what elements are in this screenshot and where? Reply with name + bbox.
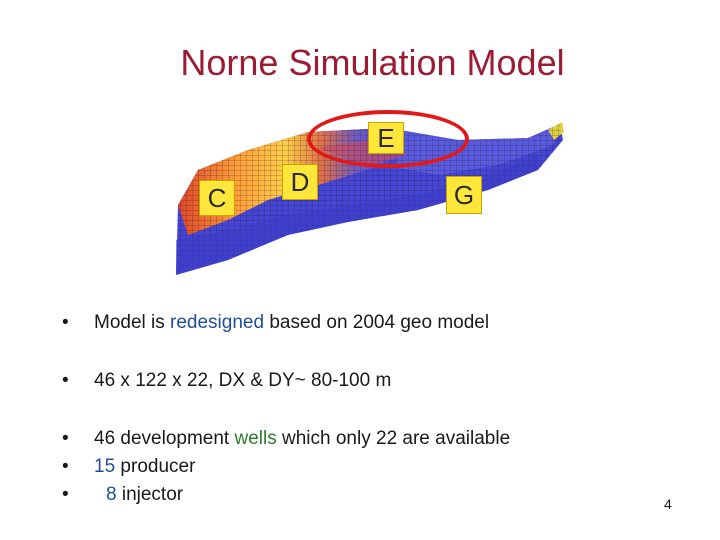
zone-label-d: D <box>282 164 318 200</box>
bullet-producer: • 15 producer <box>62 456 195 478</box>
injector-count: 8 <box>106 484 117 505</box>
page-number: 4 <box>664 496 672 512</box>
bullet-text: Model is <box>94 312 171 333</box>
highlight-wells: wells <box>234 428 277 449</box>
bullet-wells: • 46 development wells which only 22 are … <box>62 428 510 450</box>
bullet-redesigned: • Model is redesigned based on 2004 geo m… <box>62 312 489 334</box>
bullet-dot: • <box>62 428 69 449</box>
zone-label-c: C <box>199 180 235 216</box>
bullet-dot: • <box>62 312 69 333</box>
bullet-grid-dimensions: • 46 x 122 x 22, DX & DY~ 80-100 m <box>62 370 391 392</box>
producer-count: 15 <box>94 456 116 477</box>
bullet-text: which only 22 are available <box>276 428 511 449</box>
zone-label-g: G <box>446 176 482 214</box>
bullet-injector: • 8 injector <box>62 484 183 506</box>
highlight-redesigned: redesigned <box>170 312 265 333</box>
bullet-dot: • <box>62 456 69 477</box>
bullet-dot: • <box>62 484 69 505</box>
bullet-text: injector <box>116 484 184 505</box>
bullet-text: based on 2004 geo model <box>264 312 490 333</box>
bullet-text: 46 development <box>94 428 235 449</box>
zone-label-e: E <box>368 122 404 154</box>
bullet-text: producer <box>115 456 196 477</box>
bullet-text: 46 x 122 x 22, DX & DY~ 80-100 m <box>94 370 392 391</box>
highlight-ellipse <box>307 110 469 168</box>
bullet-dot: • <box>62 370 69 391</box>
slide-title: Norne Simulation Model <box>180 42 565 83</box>
